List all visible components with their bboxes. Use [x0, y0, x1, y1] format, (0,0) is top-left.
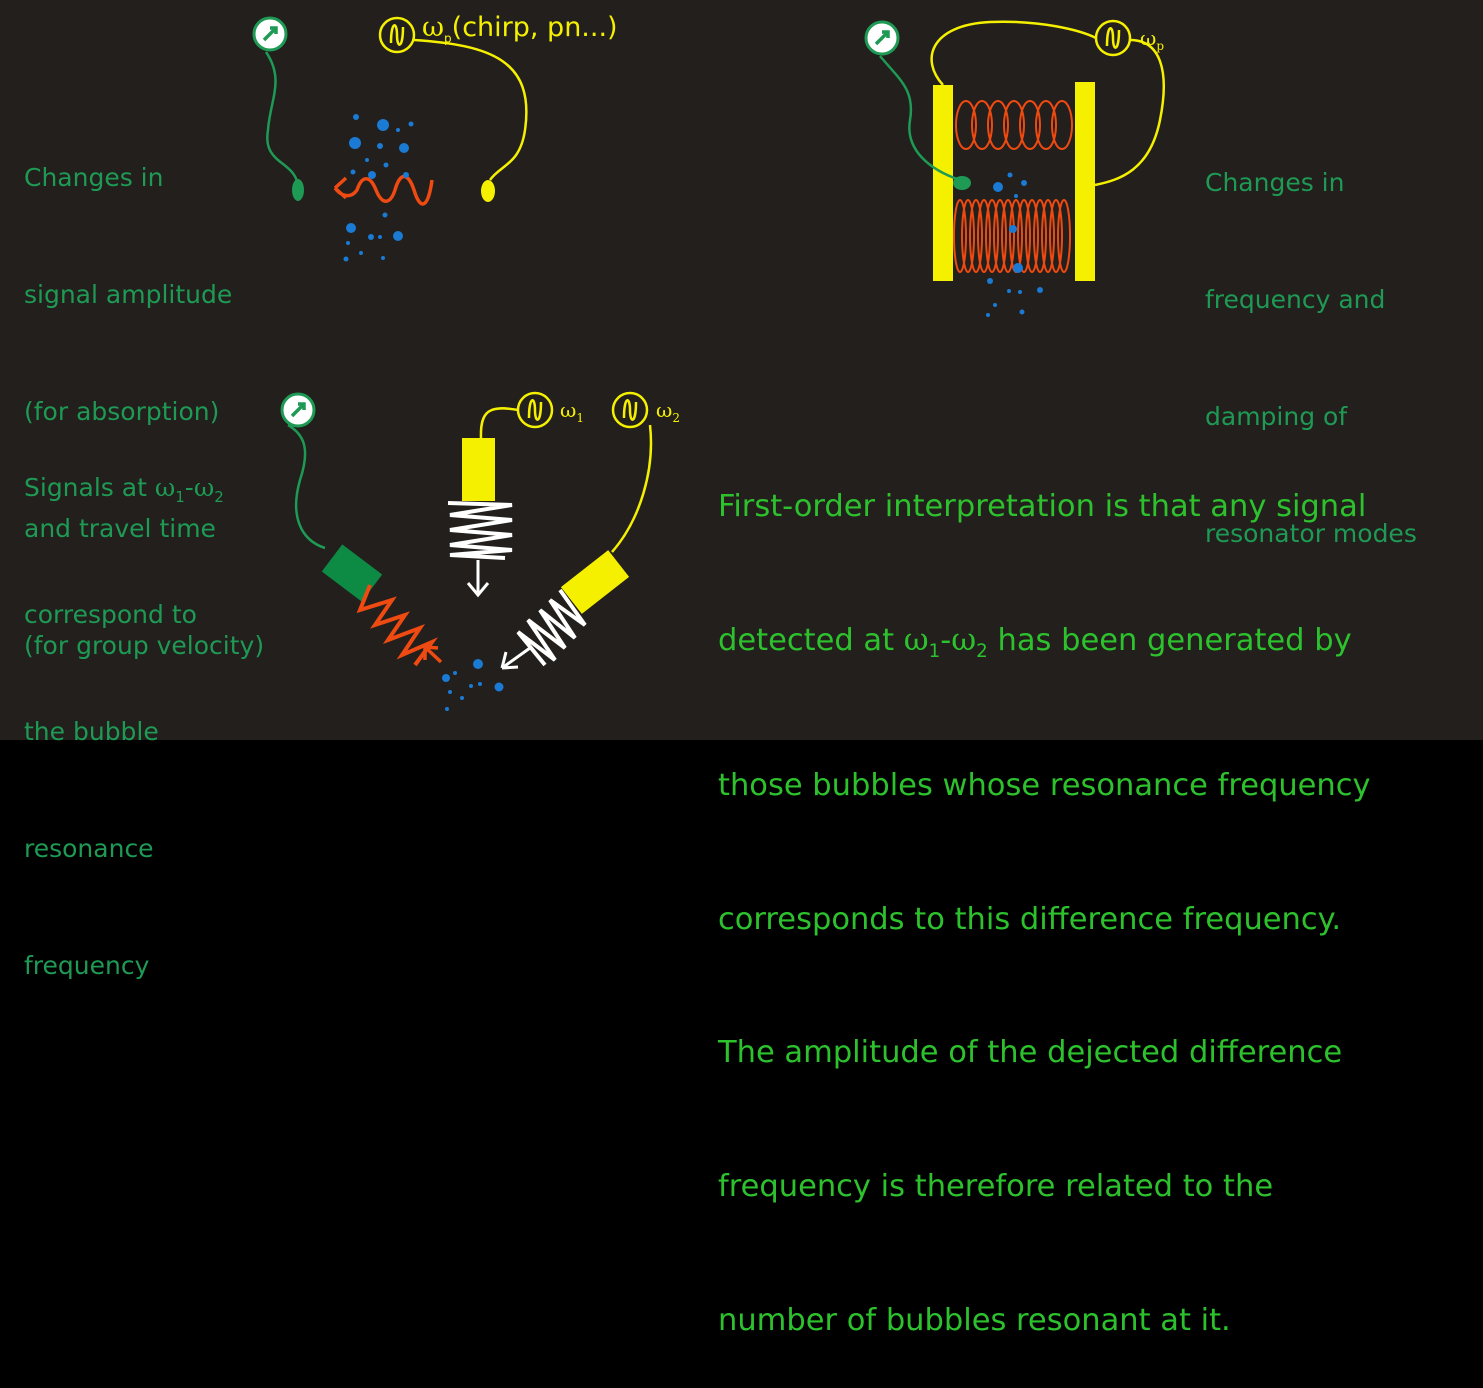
omega-subscript: 1 — [576, 411, 584, 425]
label-text: Signals at — [24, 473, 155, 502]
source-cable — [930, 20, 1165, 187]
text-line: First-order interpretation is that any s… — [718, 489, 1367, 525]
signal-generator-icon-1 — [516, 391, 554, 429]
omega-subscript: 1 — [175, 488, 185, 506]
source-cable — [413, 38, 528, 181]
detector-cable — [287, 423, 326, 550]
label-line: frequency and — [1205, 285, 1386, 314]
label-line: Changes in — [24, 163, 164, 192]
arrow-2 — [500, 646, 531, 670]
explanation-text: First-order interpretation is that any s… — [718, 396, 1371, 1388]
omega-symbol: ω — [1140, 26, 1157, 50]
omega-subscript: p — [1156, 39, 1164, 53]
label-line: and travel time — [24, 514, 216, 543]
detector-cable — [879, 55, 961, 182]
label-line: Changes in — [1205, 168, 1345, 197]
probe-sensor — [953, 176, 971, 190]
diagram — [252, 16, 1165, 711]
coil-1 — [447, 501, 513, 560]
receiver-coil — [356, 584, 439, 667]
label-line: damping of — [1205, 402, 1348, 431]
omega-symbol: ω — [193, 473, 215, 502]
slide: Changes in signal amplitude (for absorpt… — [0, 0, 1483, 1338]
top-left-label: Changes in signal amplitude (for absorpt… — [24, 80, 264, 704]
signal-generator-icon — [1094, 19, 1132, 57]
label-line: signal amplitude — [24, 280, 233, 309]
coil-2 — [516, 588, 587, 667]
source-cable-2 — [611, 424, 653, 553]
receiver-sensor — [292, 179, 304, 201]
source-label-top-right: ωp — [1140, 26, 1164, 53]
text-line: number of bubbles resonant at it. — [718, 1302, 1231, 1338]
omega-subscript: 2 — [976, 641, 988, 663]
label-line: resonator modes — [1205, 519, 1417, 548]
source-label-1: ω1 — [560, 398, 584, 425]
meter-icon — [280, 392, 316, 428]
transmitter-1 — [462, 438, 495, 501]
omega-subscript: 1 — [928, 641, 941, 663]
text: detected at — [718, 622, 904, 658]
source-label-2: ω2 — [656, 398, 680, 425]
meter-icon — [864, 20, 900, 56]
bubbles-cloud-2 — [986, 172, 1043, 317]
receiver-arrow — [423, 645, 443, 664]
label-line: (for absorption) — [24, 397, 220, 426]
source-label-top-left: ωp(chirp, pn...) — [422, 12, 618, 45]
label-line: the bubble — [24, 717, 159, 746]
transmitter-sensor — [481, 180, 495, 202]
meter-icon — [252, 16, 288, 52]
text-line: detected at ω1-ω2 has been generated by — [718, 619, 1371, 675]
text: has been generated by — [987, 622, 1352, 658]
dash: - — [184, 473, 194, 502]
omega-symbol: ω — [560, 398, 577, 422]
signal-generator-icon — [378, 16, 416, 54]
omega-symbol: ω — [951, 622, 977, 658]
omega-symbol: ω — [154, 473, 176, 502]
omega-subscript: 2 — [672, 411, 680, 425]
resonator-mode-lower — [953, 199, 1071, 273]
omega-subscript: 2 — [214, 488, 224, 506]
omega-subscript: p — [444, 31, 452, 46]
label-line: (for group velocity) — [24, 631, 265, 660]
label-line: resonance — [24, 834, 154, 863]
arrow-1 — [466, 560, 490, 598]
text-line: frequency is therefore related to the — [718, 1169, 1274, 1205]
dash: - — [940, 622, 952, 658]
top-right-label: Changes in frequency and damping of reso… — [1205, 85, 1417, 592]
label-line: frequency — [24, 951, 150, 980]
omega-symbol: ω — [422, 12, 445, 43]
text-line: The amplitude of the dejected difference — [718, 1035, 1343, 1071]
source-suffix: (chirp, pn...) — [451, 12, 618, 43]
label-line: correspond to — [24, 600, 197, 629]
resonator-mode-upper — [955, 100, 1073, 150]
wave-arrow — [333, 174, 434, 206]
omega-symbol: ω — [656, 398, 673, 422]
transmitter-2 — [560, 550, 630, 614]
receiver-transducer — [321, 544, 383, 602]
bubbles-cloud-3 — [442, 659, 504, 711]
bottom-left-label: Signals at ω1-ω2 correspond to the bubbl… — [24, 390, 224, 1024]
source-cable-1 — [479, 407, 519, 439]
label-line: Signals at ω1-ω2 — [24, 468, 224, 517]
resonator-plate-left — [933, 85, 953, 281]
detector-cable — [264, 51, 300, 187]
resonator-plate-right — [1075, 82, 1095, 281]
text-line: corresponds to this difference frequency… — [718, 901, 1342, 937]
bubbles-cloud-1 — [343, 114, 414, 262]
omega-symbol: ω — [903, 622, 929, 658]
signal-generator-icon-2 — [611, 391, 649, 429]
text-line: those bubbles whose resonance frequency — [718, 767, 1371, 803]
